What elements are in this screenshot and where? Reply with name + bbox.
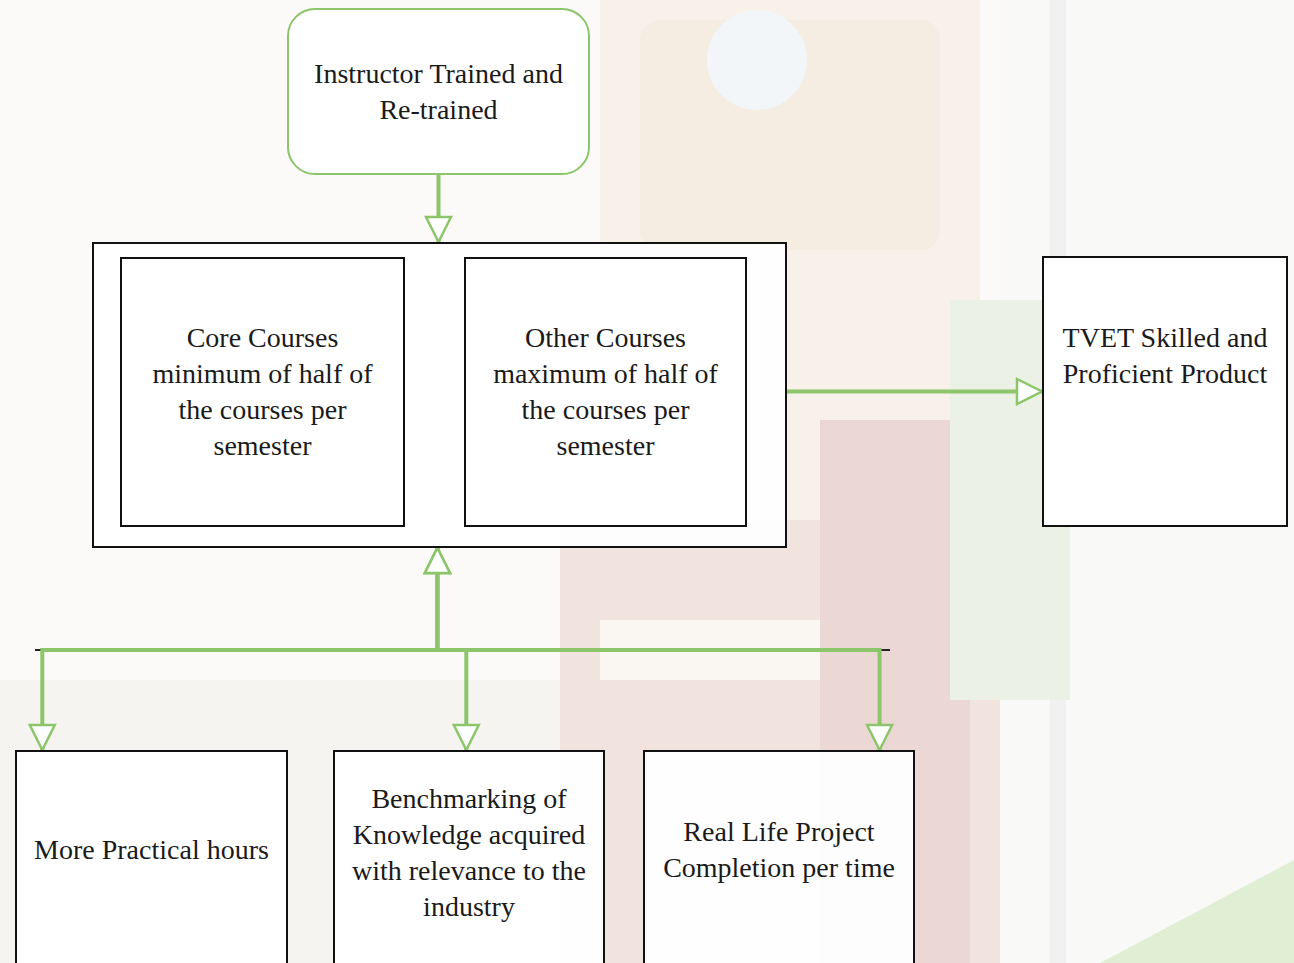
process-box: Benchmarking of Knowledge acquired with … — [333, 750, 605, 963]
process-box: More Practical hours — [15, 750, 288, 963]
connector-arrow — [787, 390, 1042, 394]
rounded-box: Instructor Trained and Re-trained — [287, 8, 590, 175]
node-text: Instructor Trained and Re-trained — [303, 56, 574, 128]
node-text: Real Life Project Completion per time — [657, 814, 901, 886]
group-box: Core Courses minimum of half of the cour… — [92, 242, 787, 548]
node-text: Other Courses maximum of half of the cou… — [478, 320, 733, 464]
node-text: TVET Skilled and Proficient Product — [1054, 320, 1276, 392]
node-text: Benchmarking of Knowledge acquired with … — [345, 781, 593, 925]
node-text: More Practical hours — [34, 832, 269, 868]
connector-arrow — [437, 175, 441, 242]
process-box: Real Life Project Completion per time — [643, 750, 915, 963]
connector-arrow — [42, 548, 437, 750]
connector-arrow — [437, 548, 879, 750]
process-box: Other Courses maximum of half of the cou… — [464, 257, 747, 527]
result-box: TVET Skilled and Proficient Product — [1042, 256, 1288, 527]
node-text: Core Courses minimum of half of the cour… — [134, 320, 391, 464]
process-box: Core Courses minimum of half of the cour… — [120, 257, 405, 527]
